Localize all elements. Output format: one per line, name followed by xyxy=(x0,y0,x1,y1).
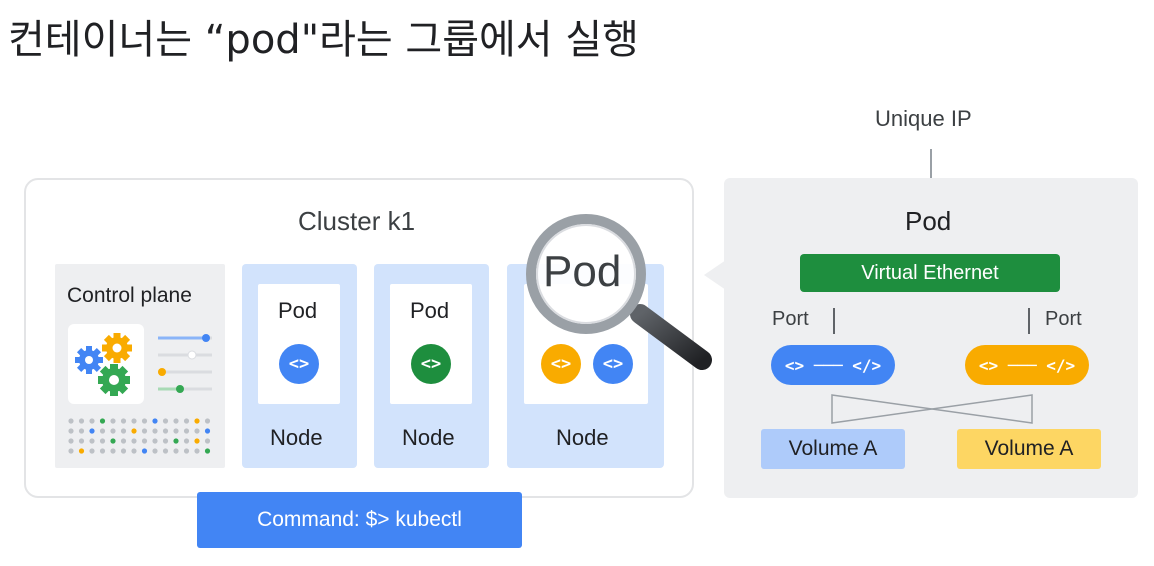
status-dot xyxy=(110,428,116,434)
node-2-label: Node xyxy=(402,425,455,450)
status-dot xyxy=(78,418,85,424)
status-dot xyxy=(173,428,179,434)
node-1-pod-label: Pod xyxy=(278,298,318,323)
status-dot xyxy=(194,428,200,434)
status-dot xyxy=(183,448,190,454)
container-yellow-pill: <> ─── </> xyxy=(965,345,1089,385)
status-dots-icon xyxy=(68,418,211,454)
cluster-label: Cluster k1 xyxy=(298,206,416,236)
status-dot xyxy=(162,438,169,444)
status-dot xyxy=(120,448,127,454)
status-dot xyxy=(110,438,116,444)
status-dot xyxy=(141,418,148,424)
status-dot xyxy=(68,448,74,454)
code-icon: <> xyxy=(541,344,581,384)
status-dot xyxy=(131,428,137,434)
node-2-pod-label: Pod xyxy=(410,298,450,323)
status-dot xyxy=(162,418,169,424)
virtual-ethernet: Virtual Ethernet xyxy=(800,254,1060,292)
status-dot xyxy=(131,418,137,424)
node-3-label: Node xyxy=(556,425,609,450)
status-dot xyxy=(204,418,211,424)
status-dot xyxy=(183,418,190,424)
status-dot xyxy=(204,438,211,444)
pod-detail-title: Pod xyxy=(905,206,952,236)
status-dot xyxy=(141,428,148,434)
status-dot xyxy=(152,418,158,424)
status-dot xyxy=(99,438,106,444)
volume-cross-connector xyxy=(831,394,1033,424)
status-dot xyxy=(183,438,190,444)
status-dot xyxy=(78,428,85,434)
status-dot xyxy=(120,418,127,424)
status-dot xyxy=(141,438,148,444)
code-icon: <> xyxy=(411,344,451,384)
ip-connector xyxy=(930,149,932,201)
status-dot xyxy=(141,448,148,454)
volume-a-right: Volume A xyxy=(957,429,1101,469)
status-dot xyxy=(173,418,179,424)
magnifier-icon xyxy=(526,214,712,370)
callout-pointer xyxy=(704,260,726,290)
status-dot xyxy=(152,438,158,444)
port-line-right xyxy=(1028,308,1030,334)
status-dot xyxy=(99,428,106,434)
status-dot xyxy=(131,438,137,444)
status-dot xyxy=(78,448,85,454)
node-1-label: Node xyxy=(270,425,323,450)
status-dot xyxy=(173,438,179,444)
container-blue-pill: <> ─── </> xyxy=(771,345,895,385)
code-icon: <> xyxy=(593,344,633,384)
page-title: 컨테이너는 “pod"라는 그룹에서 실행 xyxy=(8,17,639,63)
gears-icon xyxy=(75,333,132,396)
magnifier-label: Pod xyxy=(543,247,622,296)
status-dot xyxy=(78,438,85,444)
status-dot xyxy=(99,448,106,454)
status-dot xyxy=(110,418,116,424)
control-plane-label: Control plane xyxy=(67,284,192,307)
status-dot xyxy=(68,418,74,424)
status-dot xyxy=(194,438,200,444)
status-dot xyxy=(89,418,95,424)
status-dot xyxy=(183,428,190,434)
status-dot xyxy=(89,448,95,454)
status-dot xyxy=(194,418,200,424)
unique-ip-label: Unique IP xyxy=(875,106,972,131)
sliders-icon xyxy=(158,334,212,393)
command-bar: Command: $> kubectl xyxy=(197,492,522,548)
gear-card xyxy=(68,324,144,404)
status-dot xyxy=(152,448,158,454)
status-dot xyxy=(162,448,169,454)
status-dot xyxy=(173,448,179,454)
status-dot xyxy=(89,428,95,434)
status-dot xyxy=(131,448,137,454)
status-dot xyxy=(89,438,95,444)
port-line-left xyxy=(833,308,835,334)
volume-a-left: Volume A xyxy=(761,429,905,469)
status-dot xyxy=(99,418,106,424)
status-dot xyxy=(120,438,127,444)
status-dot xyxy=(204,448,211,454)
port-label-right: Port xyxy=(1045,308,1082,330)
status-dot xyxy=(110,448,116,454)
status-dot xyxy=(194,448,200,454)
status-dot xyxy=(162,428,169,434)
status-dot xyxy=(204,428,211,434)
status-dot xyxy=(120,428,127,434)
port-label-left: Port xyxy=(772,308,809,330)
status-dot xyxy=(68,438,74,444)
status-dot xyxy=(152,428,158,434)
code-icon: <> xyxy=(279,344,319,384)
status-dot xyxy=(68,428,74,434)
